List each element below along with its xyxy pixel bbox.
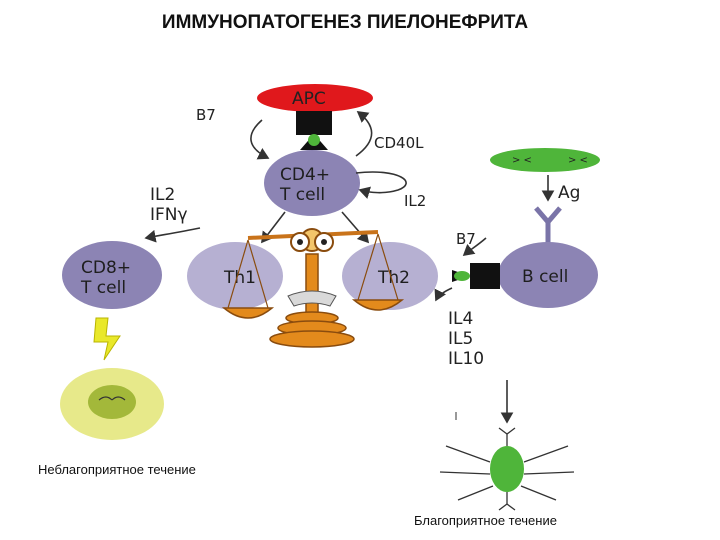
b7-dot: [454, 271, 470, 281]
cd4-t-cell: CD4+ T cell: [264, 150, 360, 216]
antigen-particle: > < > <: [490, 148, 600, 172]
page-title: ИММУНОПАТОГЕНЕЗ ПИЕЛОНЕФРИТА: [161, 12, 529, 33]
apc-label: APC: [292, 89, 326, 109]
ifn-label: IFNγ: [150, 205, 188, 225]
apc-receptor: [296, 111, 332, 135]
target-cell: [60, 368, 164, 440]
apc-cell: APC: [257, 84, 373, 150]
cd8-label-line2: T cell: [80, 278, 126, 298]
unfavorable-course-caption: Неблагоприятное течение: [38, 462, 196, 477]
antigen-dot: [308, 134, 320, 146]
b7-top-label: B7: [196, 106, 216, 124]
il2-right-label: IL2: [404, 192, 426, 210]
il5-label: IL5: [448, 329, 473, 349]
th1-cell: Th1: [187, 242, 283, 310]
lightning-icon: [93, 317, 121, 361]
b-cell: B cell: [498, 242, 598, 308]
il4-label: IL4: [448, 309, 473, 329]
b7-arrow: [250, 119, 270, 160]
cd4-label-line1: CD4+: [280, 165, 330, 185]
plasma-cell: [439, 427, 575, 511]
th2-cell: Th2: [342, 242, 438, 310]
favorable-course-caption: Благоприятное течение: [414, 513, 557, 528]
b7-receptor: [470, 263, 500, 289]
th2-label: Th2: [377, 268, 410, 288]
cd4-label-line2: T cell: [279, 185, 325, 205]
cd40l-label: CD40L: [374, 134, 424, 152]
ifn-arrow: [144, 227, 201, 243]
th2-to-bcell-arrow: [434, 287, 453, 302]
il10-label: IL10: [448, 349, 484, 369]
balance-scales-icon: [221, 228, 405, 348]
b7-right-arrow: [462, 237, 487, 257]
cd4-to-th2-arrow: [341, 211, 370, 244]
bcell-label: B cell: [522, 267, 568, 287]
il2-left-label: IL2: [150, 185, 175, 205]
b7-right-label: B7: [456, 230, 476, 248]
cd40l-arrow: [355, 111, 373, 157]
svg-text:> <: > <: [568, 155, 588, 166]
cd8-t-cell: CD8+ T cell: [62, 241, 162, 309]
svg-text:> <: > <: [512, 155, 532, 166]
th1-label: Th1: [223, 268, 256, 288]
il2-autocrine-arrow: [355, 171, 407, 199]
ag-label: Ag: [558, 183, 580, 203]
cd8-label-line1: CD8+: [81, 258, 131, 278]
